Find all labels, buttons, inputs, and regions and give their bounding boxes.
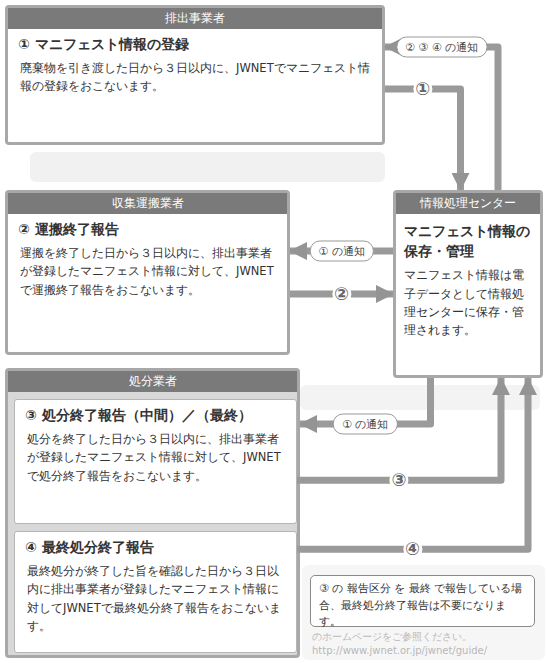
callout-number: ④ bbox=[403, 539, 422, 559]
step-heading: ④ 最終処分終了報告 bbox=[15, 532, 296, 562]
flow-arrow bbox=[297, 378, 528, 549]
step-box: ③ 処分終了報告（中間）／（最終）処分を終了した日から３日以内に、排出事業者が登… bbox=[14, 399, 297, 524]
callout-number: ③ bbox=[389, 470, 408, 490]
band-title: 処分業者 bbox=[8, 371, 297, 392]
step-body: 処分を終了した日から３日以内に、排出事業者が登録したマニフェスト情報に対して、J… bbox=[15, 430, 296, 491]
faint-band bbox=[30, 152, 385, 182]
band-title: 情報処理センター bbox=[396, 193, 540, 214]
note-box: ③ の 報告区分 を 最終 で報告している場合、最終処分終了報告は不要になります… bbox=[310, 575, 535, 627]
step-body: 廃棄物を引き渡した日から３日以内に、JWNETでマニフェスト情報の登録をおこない… bbox=[8, 59, 382, 102]
step-heading: マニフェスト情報の保存・管理 bbox=[396, 214, 540, 266]
faint-note: のホームページをご参照ください。 bbox=[312, 630, 472, 644]
step-heading: ① マニフェスト情報の登録 bbox=[8, 29, 382, 59]
notice-label: ① の通知 bbox=[309, 241, 373, 262]
step-body: マニフェスト情報は電子データとして情報処理センターに保存・管理されます。 bbox=[396, 266, 540, 346]
callout-number: ① bbox=[413, 79, 432, 99]
center-box: 情報処理センターマニフェスト情報の保存・管理マニフェスト情報は電子データとして情… bbox=[393, 190, 543, 378]
callout-number: ② bbox=[332, 284, 351, 304]
faint-note: http://www.jwnet.or.jp/jwnet/guide/ bbox=[312, 645, 487, 656]
faint-band bbox=[302, 565, 545, 660]
notice-label: ② ③ ④ の通知 bbox=[396, 37, 487, 58]
step-box: ④ 最終処分終了報告最終処分が終了した旨を確認した日から３日以内に排出事業者が登… bbox=[14, 531, 297, 653]
notice-label: ① の通知 bbox=[333, 414, 397, 435]
actor-box: 排出事業者① マニフェスト情報の登録廃棄物を引き渡した日から３日以内に、JWNE… bbox=[5, 5, 385, 145]
actor-box: 収集運搬業者② 運搬終了報告運搬を終了した日から３日以内に、排出事業者が登録した… bbox=[5, 190, 290, 355]
step-heading: ② 運搬終了報告 bbox=[8, 214, 287, 244]
flow-arrow bbox=[297, 378, 501, 480]
flow-arrow bbox=[385, 89, 461, 190]
step-body: 運搬を終了した日から３日以内に、排出事業者が登録したマニフェスト情報に対して、J… bbox=[8, 244, 287, 305]
step-body: 最終処分が終了した旨を確認した日から３日以内に排出事業者が登録したマニフェスト情… bbox=[15, 562, 296, 642]
flow-arrow bbox=[385, 47, 498, 190]
band-title: 排出事業者 bbox=[8, 8, 382, 29]
step-heading: ③ 処分終了報告（中間）／（最終） bbox=[15, 400, 296, 430]
band-title: 収集運搬業者 bbox=[8, 193, 287, 214]
faint-band bbox=[300, 385, 540, 410]
actor-group-box: 処分業者 ③ 処分終了報告（中間）／（最終）処分を終了した日から３日以内に、排出事… bbox=[5, 368, 300, 658]
note-text: ③ の 報告区分 を 最終 で報告している場合、最終処分終了報告は不要になります… bbox=[311, 576, 534, 636]
